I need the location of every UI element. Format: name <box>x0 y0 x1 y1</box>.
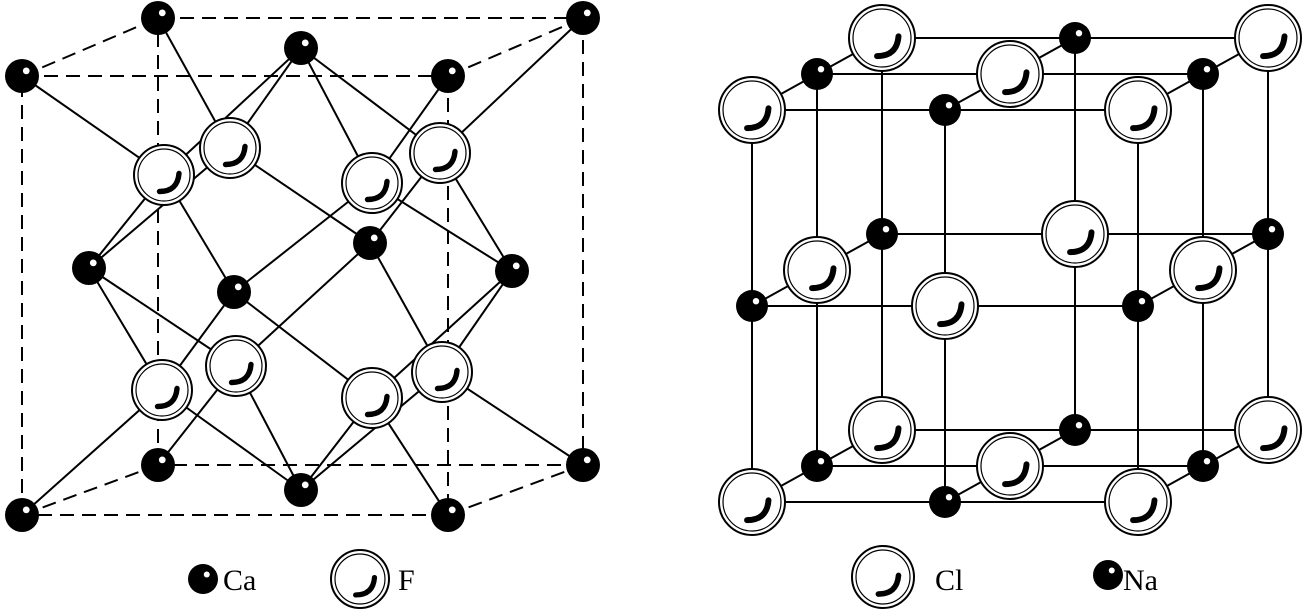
cl-atom <box>1104 468 1172 536</box>
ca-atom <box>566 448 600 482</box>
cube-edge-dashed <box>21 17 159 77</box>
ca-atom <box>5 498 39 532</box>
f-atom <box>341 152 403 214</box>
ca-atom <box>495 254 529 288</box>
na-atom <box>736 290 768 322</box>
cl-atom <box>1234 396 1302 464</box>
legend-ca-label: Ca <box>223 564 256 597</box>
fluorite-legend: Ca F <box>188 549 415 609</box>
legend-cl-label: Cl <box>935 564 963 597</box>
ca-atom <box>5 59 39 93</box>
ca-f-bond <box>371 270 513 399</box>
cl-atom <box>976 40 1044 108</box>
legend-f-icon <box>330 549 390 609</box>
rock-salt-legend: Cl Na <box>851 545 1158 609</box>
legend-cl-symbol <box>851 545 915 609</box>
ca-f-bond <box>163 47 302 176</box>
cl-atom <box>1104 76 1172 144</box>
f-atom <box>205 335 267 397</box>
na-atom <box>801 450 833 482</box>
cl-atom <box>848 4 916 72</box>
ca-atom <box>431 59 465 93</box>
na-atom <box>1252 218 1284 250</box>
legend-cl-icon <box>851 545 915 609</box>
legend-f-label: F <box>398 564 415 597</box>
ca-atom <box>284 31 318 65</box>
f-atom <box>131 359 193 421</box>
cube-edge-dashed <box>447 17 584 77</box>
legend-f-symbol <box>330 549 390 609</box>
ca-f-bond <box>439 17 584 154</box>
cl-atom <box>1169 236 1237 304</box>
na-atom <box>801 58 833 90</box>
na-atom <box>1059 22 1091 54</box>
ca-atom <box>141 1 175 35</box>
na-atom <box>1187 450 1219 482</box>
legend-na-icon <box>1093 560 1123 590</box>
cube-edge-dashed <box>447 464 584 516</box>
cl-atom <box>911 272 979 340</box>
ca-atom <box>217 275 251 309</box>
f-atom <box>341 367 403 429</box>
legend-na-label: Na <box>1123 564 1158 597</box>
na-atom <box>929 486 961 518</box>
rock-salt-nacl-structure <box>718 4 1302 536</box>
f-atom <box>199 117 261 179</box>
ca-f-bond <box>21 389 163 516</box>
cube-edge-dashed <box>21 464 159 516</box>
cl-atom <box>848 396 916 464</box>
ca-atom <box>431 498 465 532</box>
ca-atom <box>141 448 175 482</box>
na-atom <box>929 94 961 126</box>
legend-na-symbol <box>1093 560 1123 590</box>
legend-ca-symbol <box>188 564 218 594</box>
fluorite-caf2-structure <box>5 1 600 532</box>
ca-atom <box>284 473 318 507</box>
cl-atom <box>976 432 1044 500</box>
cl-atom <box>783 236 851 304</box>
na-atom <box>1122 290 1154 322</box>
f-atom <box>133 144 195 206</box>
na-atom <box>1187 58 1219 90</box>
ca-atom <box>353 226 387 260</box>
ca-atom <box>566 1 600 35</box>
f-atom <box>411 341 473 403</box>
na-atom <box>866 218 898 250</box>
cl-atom <box>1234 4 1302 72</box>
cl-atom <box>1041 200 1109 268</box>
f-atom <box>409 122 471 184</box>
cl-atom <box>718 468 786 536</box>
na-atom <box>1059 414 1091 446</box>
legend-ca-icon <box>188 564 218 594</box>
ca-atom <box>72 251 106 285</box>
cl-atom <box>718 76 786 144</box>
